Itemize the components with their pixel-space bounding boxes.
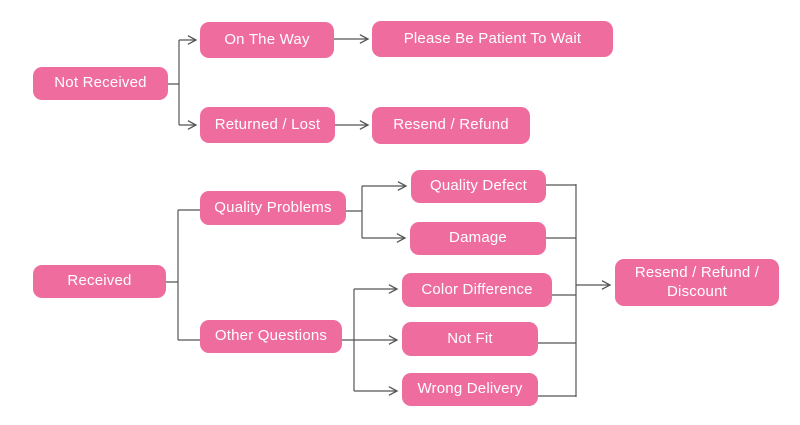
node-not-received: Not Received	[33, 67, 168, 100]
node-damage: Damage	[410, 222, 546, 255]
node-please-be-patient-to-wait: Please Be Patient To Wait	[372, 21, 613, 57]
node-on-the-way: On The Way	[200, 22, 334, 58]
node-quality-problems: Quality Problems	[200, 191, 346, 225]
connector-received-trunk	[166, 210, 179, 340]
node-not-fit: Not Fit	[402, 322, 538, 356]
node-color-difference: Color Difference	[402, 273, 552, 307]
node-wrong-delivery: Wrong Delivery	[402, 373, 538, 406]
connector-other-questions-trunk	[342, 289, 355, 391]
node-resend-refund: Resend / Refund	[372, 107, 530, 144]
connector-not-received-trunk	[168, 40, 180, 125]
node-other-questions: Other Questions	[200, 320, 342, 353]
node-resend-refund-discount: Resend / Refund / Discount	[615, 259, 779, 306]
connector-quality-problems-trunk	[346, 186, 363, 238]
node-received: Received	[33, 265, 166, 298]
node-returned-lost: Returned / Lost	[200, 107, 335, 143]
node-quality-defect: Quality Defect	[411, 170, 546, 203]
